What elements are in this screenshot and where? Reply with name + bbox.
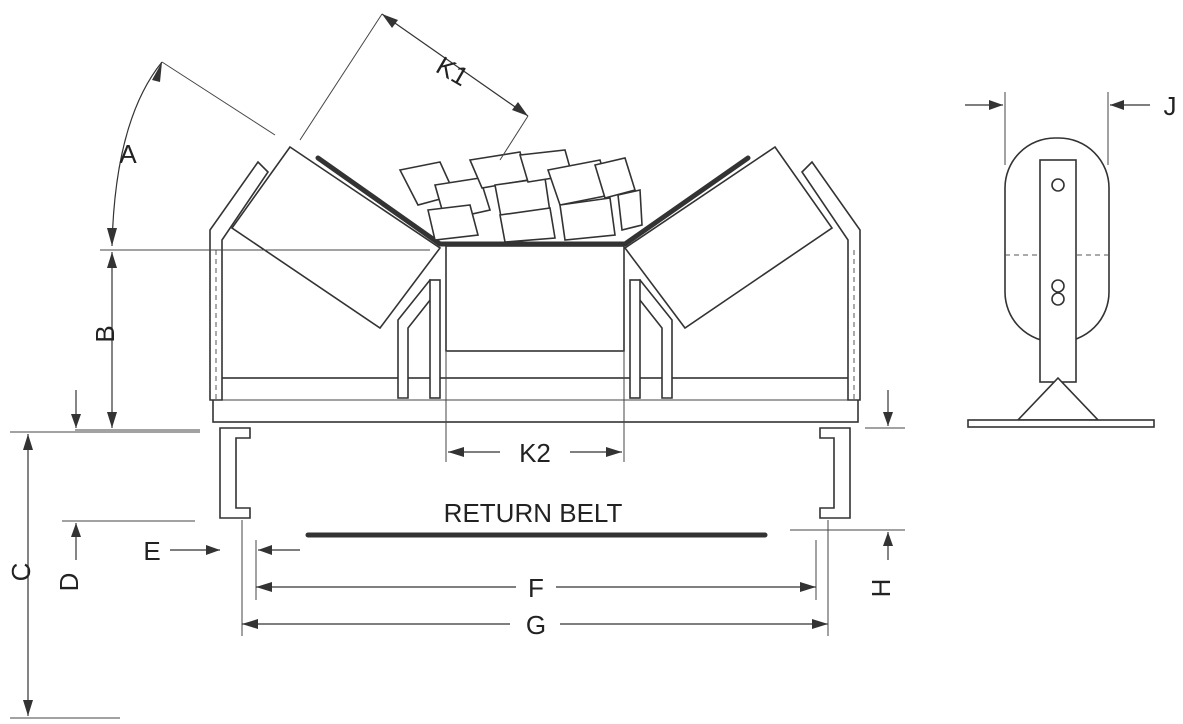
right-stand [800, 160, 861, 401]
label-b: B [90, 325, 120, 342]
label-j: J [1164, 91, 1177, 121]
label-a: A [119, 139, 137, 169]
label-c: C [6, 563, 36, 582]
dimension-lines [10, 13, 1150, 719]
label-return-belt: RETURN BELT [444, 498, 623, 528]
left-wing-roller [230, 145, 442, 330]
center-roller [445, 245, 625, 352]
side-bracket [1039, 159, 1077, 383]
label-k2: K2 [519, 438, 551, 468]
left-stand [209, 160, 270, 401]
label-f: F [528, 573, 544, 603]
label-g: G [526, 610, 546, 640]
right-wing-roller [623, 145, 834, 330]
side-view [967, 137, 1155, 428]
label-e: E [143, 536, 160, 566]
carrying-belt [315, 155, 751, 247]
side-base-plate [967, 419, 1155, 428]
label-k1: K1 [431, 50, 474, 92]
label-d: D [54, 573, 84, 592]
label-h: H [866, 579, 896, 598]
front-view [209, 145, 861, 538]
bulk-material [398, 149, 643, 243]
return-bracket-left [219, 427, 251, 519]
return-bracket-right [819, 427, 851, 519]
side-gusset [1016, 376, 1100, 421]
